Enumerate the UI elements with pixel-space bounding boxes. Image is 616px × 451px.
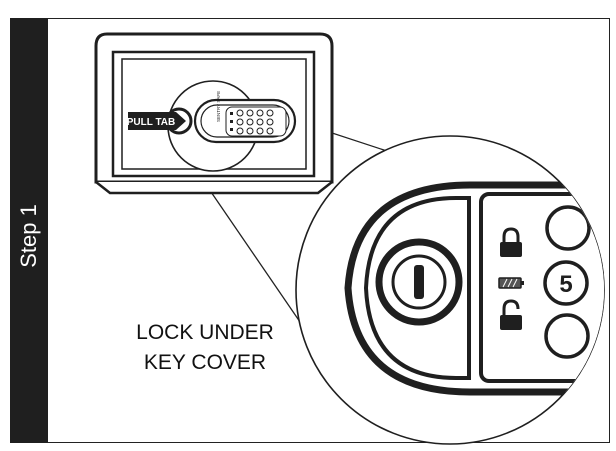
lock-caption: LOCK UNDER KEY COVER xyxy=(110,318,300,378)
lock-caption-line2: KEY COVER xyxy=(143,351,267,374)
pull-tab-callout: PULL TAB xyxy=(127,107,193,135)
lock-caption-line1: LOCK UNDER xyxy=(136,321,274,344)
brand-text: SENTRY SAFE xyxy=(216,91,221,122)
lock-closed-icon xyxy=(500,227,522,257)
pull-tab-label: PULL TAB xyxy=(127,117,176,128)
keypad-button-5 xyxy=(543,260,589,306)
lock-open-icon xyxy=(500,299,522,330)
step-band xyxy=(10,18,48,443)
keypad-small: SENTRY SAFE xyxy=(193,91,297,144)
keypad-button-bottom xyxy=(544,313,590,359)
keypad-magnified: 5 xyxy=(344,181,604,396)
button-digit-5: 5 xyxy=(559,271,572,298)
key-lock xyxy=(375,238,463,326)
battery-icon xyxy=(498,277,524,289)
keypad-button-top xyxy=(545,205,591,251)
leader-line-bottom xyxy=(195,169,312,339)
